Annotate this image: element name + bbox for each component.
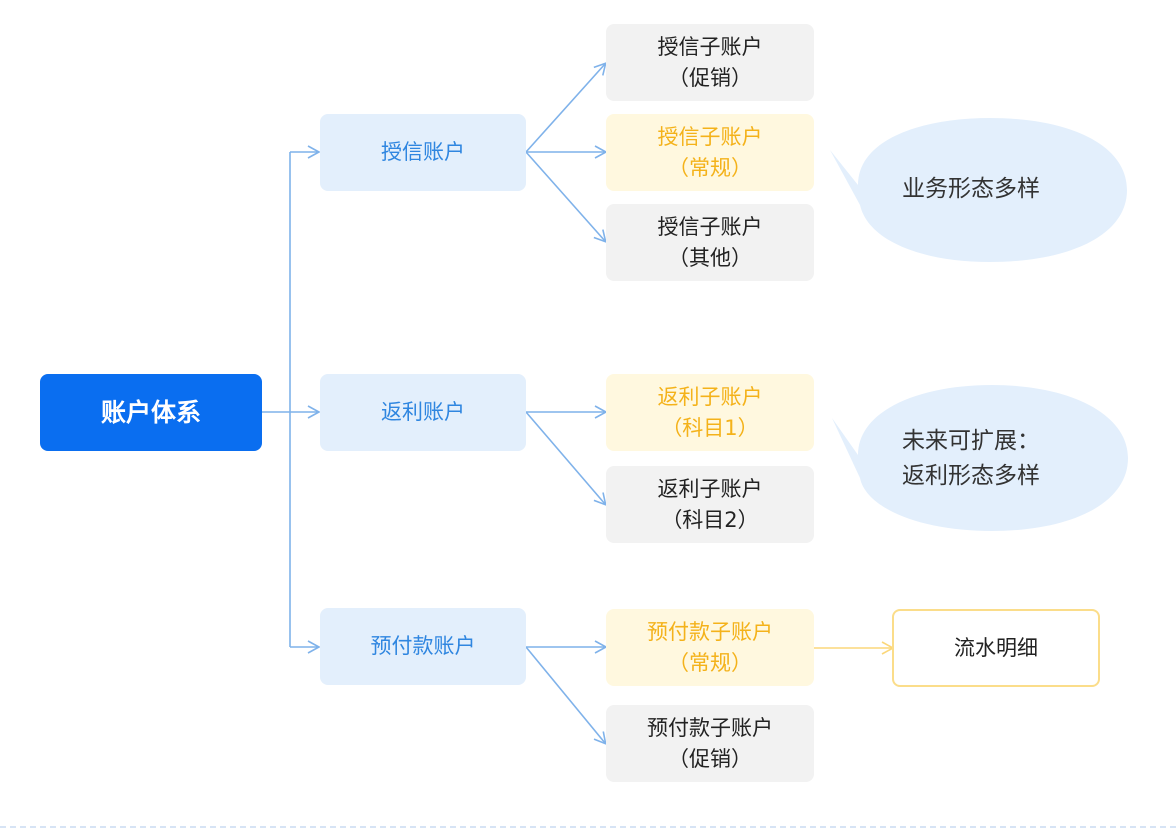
leaf-line1: 预付款子账户 xyxy=(647,619,773,644)
callout-line1: 未来可扩展： xyxy=(902,428,1040,454)
leaf-line2: （科目2） xyxy=(661,507,759,532)
connector-g1-c1 xyxy=(525,62,607,153)
leaf-line2: （促销） xyxy=(668,746,752,771)
group-node-rebate[interactable]: 返利账户 xyxy=(320,374,526,451)
root-label: 账户体系 xyxy=(100,398,201,427)
leaf-line1: 授信子账户 xyxy=(657,34,763,59)
leaf-line1: 返利子账户 xyxy=(657,384,763,409)
detail-label: 流水明细 xyxy=(954,635,1038,660)
root-node[interactable]: 账户体系 xyxy=(40,374,262,451)
group-node-prepaid[interactable]: 预付款账户 xyxy=(320,608,526,685)
leaf-rebate-subject2[interactable]: 返利子账户 （科目2） xyxy=(606,466,814,543)
group-label: 预付款账户 xyxy=(370,634,476,658)
connector-g2-c2 xyxy=(525,411,607,507)
group-label: 授信账户 xyxy=(381,140,465,164)
leaf-line1: 授信子账户 xyxy=(657,214,763,239)
leaf-line2: （科目1） xyxy=(661,415,759,440)
connector-g3-c2 xyxy=(525,646,607,746)
group-node-credit[interactable]: 授信账户 xyxy=(320,114,526,191)
leaf-line1: 返利子账户 xyxy=(657,476,763,501)
group-label: 返利账户 xyxy=(381,400,465,424)
leaf-line2: （常规） xyxy=(668,155,752,180)
callout-bubble-1 xyxy=(830,118,1127,262)
leaf-credit-other[interactable]: 授信子账户 （其他） xyxy=(606,204,814,281)
leaf-prepaid-regular[interactable]: 预付款子账户 （常规） xyxy=(606,609,814,686)
leaf-line1: 授信子账户 xyxy=(657,124,763,149)
connector-g1-c3 xyxy=(525,151,607,243)
leaf-line2: （促销） xyxy=(668,65,752,90)
leaf-credit-regular[interactable]: 授信子账户 （常规） xyxy=(606,114,814,191)
callout-text-1: 业务形态多样 xyxy=(902,172,1040,207)
leaf-rebate-subject1[interactable]: 返利子账户 （科目1） xyxy=(606,374,814,451)
leaf-line1: 预付款子账户 xyxy=(647,715,773,740)
callout-line2: 返利形态多样 xyxy=(902,463,1040,489)
leaf-prepaid-promo[interactable]: 预付款子账户 （促销） xyxy=(606,705,814,782)
bottom-dashed-divider xyxy=(0,826,1176,828)
callout-bubble-2 xyxy=(832,385,1128,531)
leaf-line2: （其他） xyxy=(668,245,752,270)
callout-text-2: 未来可扩展： 返利形态多样 xyxy=(902,424,1040,494)
detail-node-transactions[interactable]: 流水明细 xyxy=(892,609,1100,687)
callout-line1: 业务形态多样 xyxy=(902,176,1040,202)
leaf-credit-promo[interactable]: 授信子账户 （促销） xyxy=(606,24,814,101)
leaf-line2: （常规） xyxy=(668,650,752,675)
